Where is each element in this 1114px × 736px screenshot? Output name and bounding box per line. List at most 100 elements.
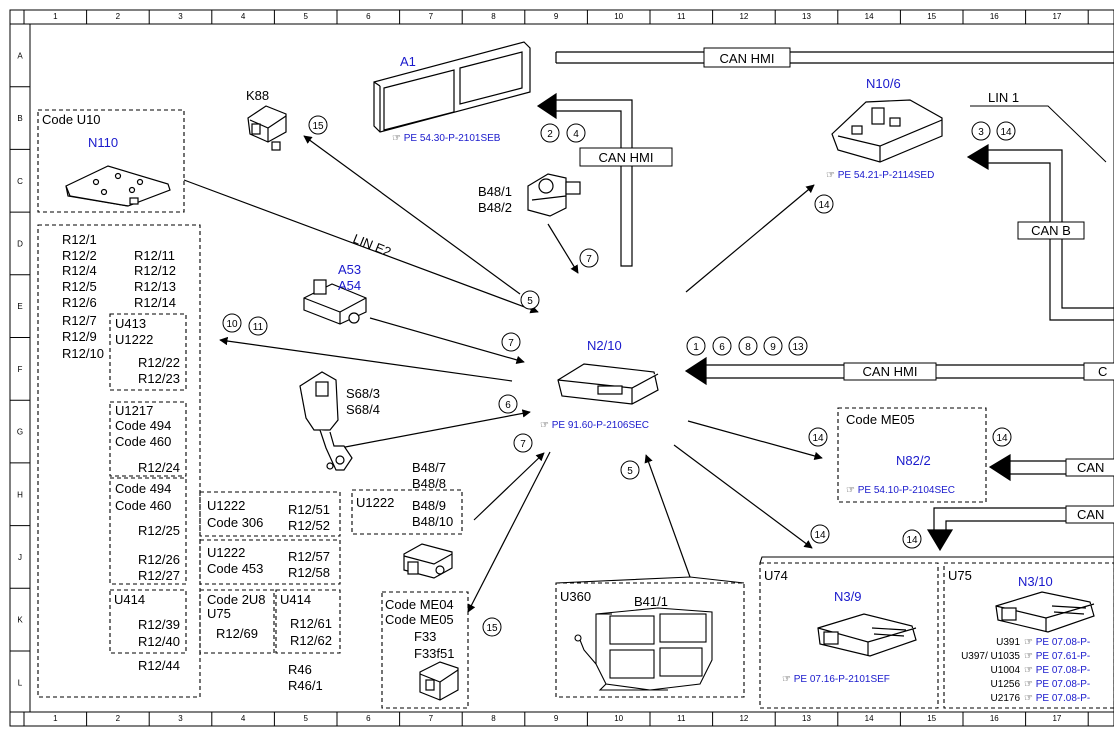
svg-text:10: 10 [226, 319, 238, 330]
resistor-label: R12/10 [62, 346, 104, 361]
svg-text:4: 4 [573, 129, 579, 140]
u75-code: U391 [996, 637, 1020, 648]
can-hmi-mid-label: CAN HMI [599, 150, 654, 165]
callout-circle: 14 [902, 529, 922, 549]
column-label: 8 [491, 12, 496, 21]
code-me04-label: Code ME04 [385, 597, 454, 612]
code-306-label: Code 306 [207, 515, 263, 530]
resistor-label: R12/27 [138, 568, 180, 583]
code494-box [109, 477, 187, 585]
f33f51-label: F33f51 [414, 646, 454, 661]
column-label: 13 [802, 12, 811, 21]
resistor-label: R12/24 [138, 460, 180, 475]
resistor-label: R12/23 [138, 371, 180, 386]
u75-code-list: U391 U397/ U1035 U1004 U1256 U2176 ☞ PE … [961, 637, 1090, 704]
callout-circle: 14 [814, 194, 834, 214]
column-label: 17 [1052, 12, 1061, 21]
column-label: 6 [366, 12, 371, 21]
column-label: 5 [303, 12, 308, 21]
callout-circle: 15 [308, 115, 328, 135]
n3-9-ecu-icon [817, 613, 917, 657]
u413-label: U413 [115, 316, 146, 331]
n3-10-ref: ☞ PE 07.61-P- [1024, 651, 1090, 662]
u75-small-label: U75 [207, 606, 231, 621]
u1222-label: U1222 [115, 332, 153, 347]
column-label: 10 [614, 714, 623, 723]
callout-circle: 10 [222, 313, 242, 333]
resistor-label: R12/22 [138, 355, 180, 370]
svg-text:15: 15 [312, 121, 324, 132]
svg-text:3: 3 [978, 127, 984, 138]
callout-circle: 7 [513, 433, 533, 453]
column-label: 4 [241, 714, 246, 723]
column-label: 3 [178, 12, 183, 21]
code-460-label: Code 460 [115, 498, 171, 513]
svg-text:14: 14 [906, 535, 918, 546]
ref-hand-icon: ☞ [846, 485, 858, 496]
k88-icon [247, 105, 287, 151]
callout-circle: 14 [810, 524, 830, 544]
resistor-label: R12/12 [134, 263, 176, 278]
ref-hand-icon: ☞ [826, 170, 838, 181]
n3-9-arrow [673, 444, 813, 549]
column-label: 17 [1052, 714, 1061, 723]
a53-a54-icon [303, 279, 367, 325]
n10-6-module-icon [831, 99, 943, 163]
b41-1-label: B41/1 [634, 594, 668, 609]
callout-circle: 7 [501, 332, 521, 352]
n82-2-ref: ☞ PE 54.10-P-2104SEC [846, 485, 955, 496]
column-label: 15 [927, 12, 936, 21]
svg-text:14: 14 [814, 530, 826, 541]
a1-ref: ☞ PE 54.30-P-2101SEB [392, 133, 501, 144]
can-hmi-mid-bus [536, 92, 633, 267]
column-label: 1 [53, 12, 58, 21]
callout-circle: 1 [686, 336, 706, 356]
svg-text:2: 2 [547, 129, 553, 140]
callout-circle: 2 [540, 123, 560, 143]
code-me05-box-label: Code ME05 [846, 412, 915, 427]
lin1-label: LIN 1 [988, 90, 1019, 105]
column-label: 4 [241, 12, 246, 21]
n82-2-arrow [687, 420, 823, 461]
n2-10-module-icon [557, 363, 659, 405]
code-u10-label: Code U10 [42, 112, 101, 127]
row-label: E [17, 302, 22, 311]
ref-hand-icon: ☞ [1024, 637, 1036, 648]
u414-box-b [275, 589, 341, 654]
column-label: 12 [739, 12, 748, 21]
column-label: 16 [990, 12, 999, 21]
row-label: K [17, 616, 23, 625]
column-label: 9 [554, 12, 559, 21]
column-label: 7 [429, 714, 434, 723]
a1-label: A1 [400, 54, 416, 69]
row-label: H [17, 490, 23, 499]
column-label: 10 [614, 12, 623, 21]
can-b-label: CAN B [1031, 223, 1071, 238]
code-460-label: Code 460 [115, 434, 171, 449]
u75-code: U1004 [991, 665, 1021, 676]
u75-code: U2176 [991, 693, 1021, 704]
n110-label: N110 [88, 135, 118, 150]
resistor-label: R12/26 [138, 552, 180, 567]
resistor-label: R12/1 [62, 232, 97, 247]
svg-text:9: 9 [770, 342, 776, 353]
b48-9-label: B48/9 [412, 498, 446, 513]
s68-buckle-icon [299, 371, 353, 471]
row-label: A [17, 51, 23, 60]
resistor-label: R12/40 [138, 634, 180, 649]
column-label: 15 [927, 714, 936, 723]
can-right2-label-box [1065, 505, 1114, 524]
n2-10-label: N2/10 [587, 338, 622, 353]
r46-1-label: R46/1 [288, 678, 323, 693]
resistor-list: R12/1 R12/2 R12/4 R12/5 R12/6 R12/7 R12/… [62, 232, 332, 693]
b48-2-label: B48/2 [478, 200, 512, 215]
u75-code: U397/ U1035 [961, 651, 1020, 662]
column-label: 14 [865, 12, 874, 21]
resistor-group-box [37, 224, 201, 698]
n3-10-ref: ☞ PE 07.08-P- [1024, 637, 1090, 648]
ref-hand-icon: ☞ [1024, 665, 1036, 676]
callout-circle: 3 [971, 121, 991, 141]
can-hmi-right-label-box [843, 362, 937, 381]
u1222-code306-box [199, 491, 341, 537]
